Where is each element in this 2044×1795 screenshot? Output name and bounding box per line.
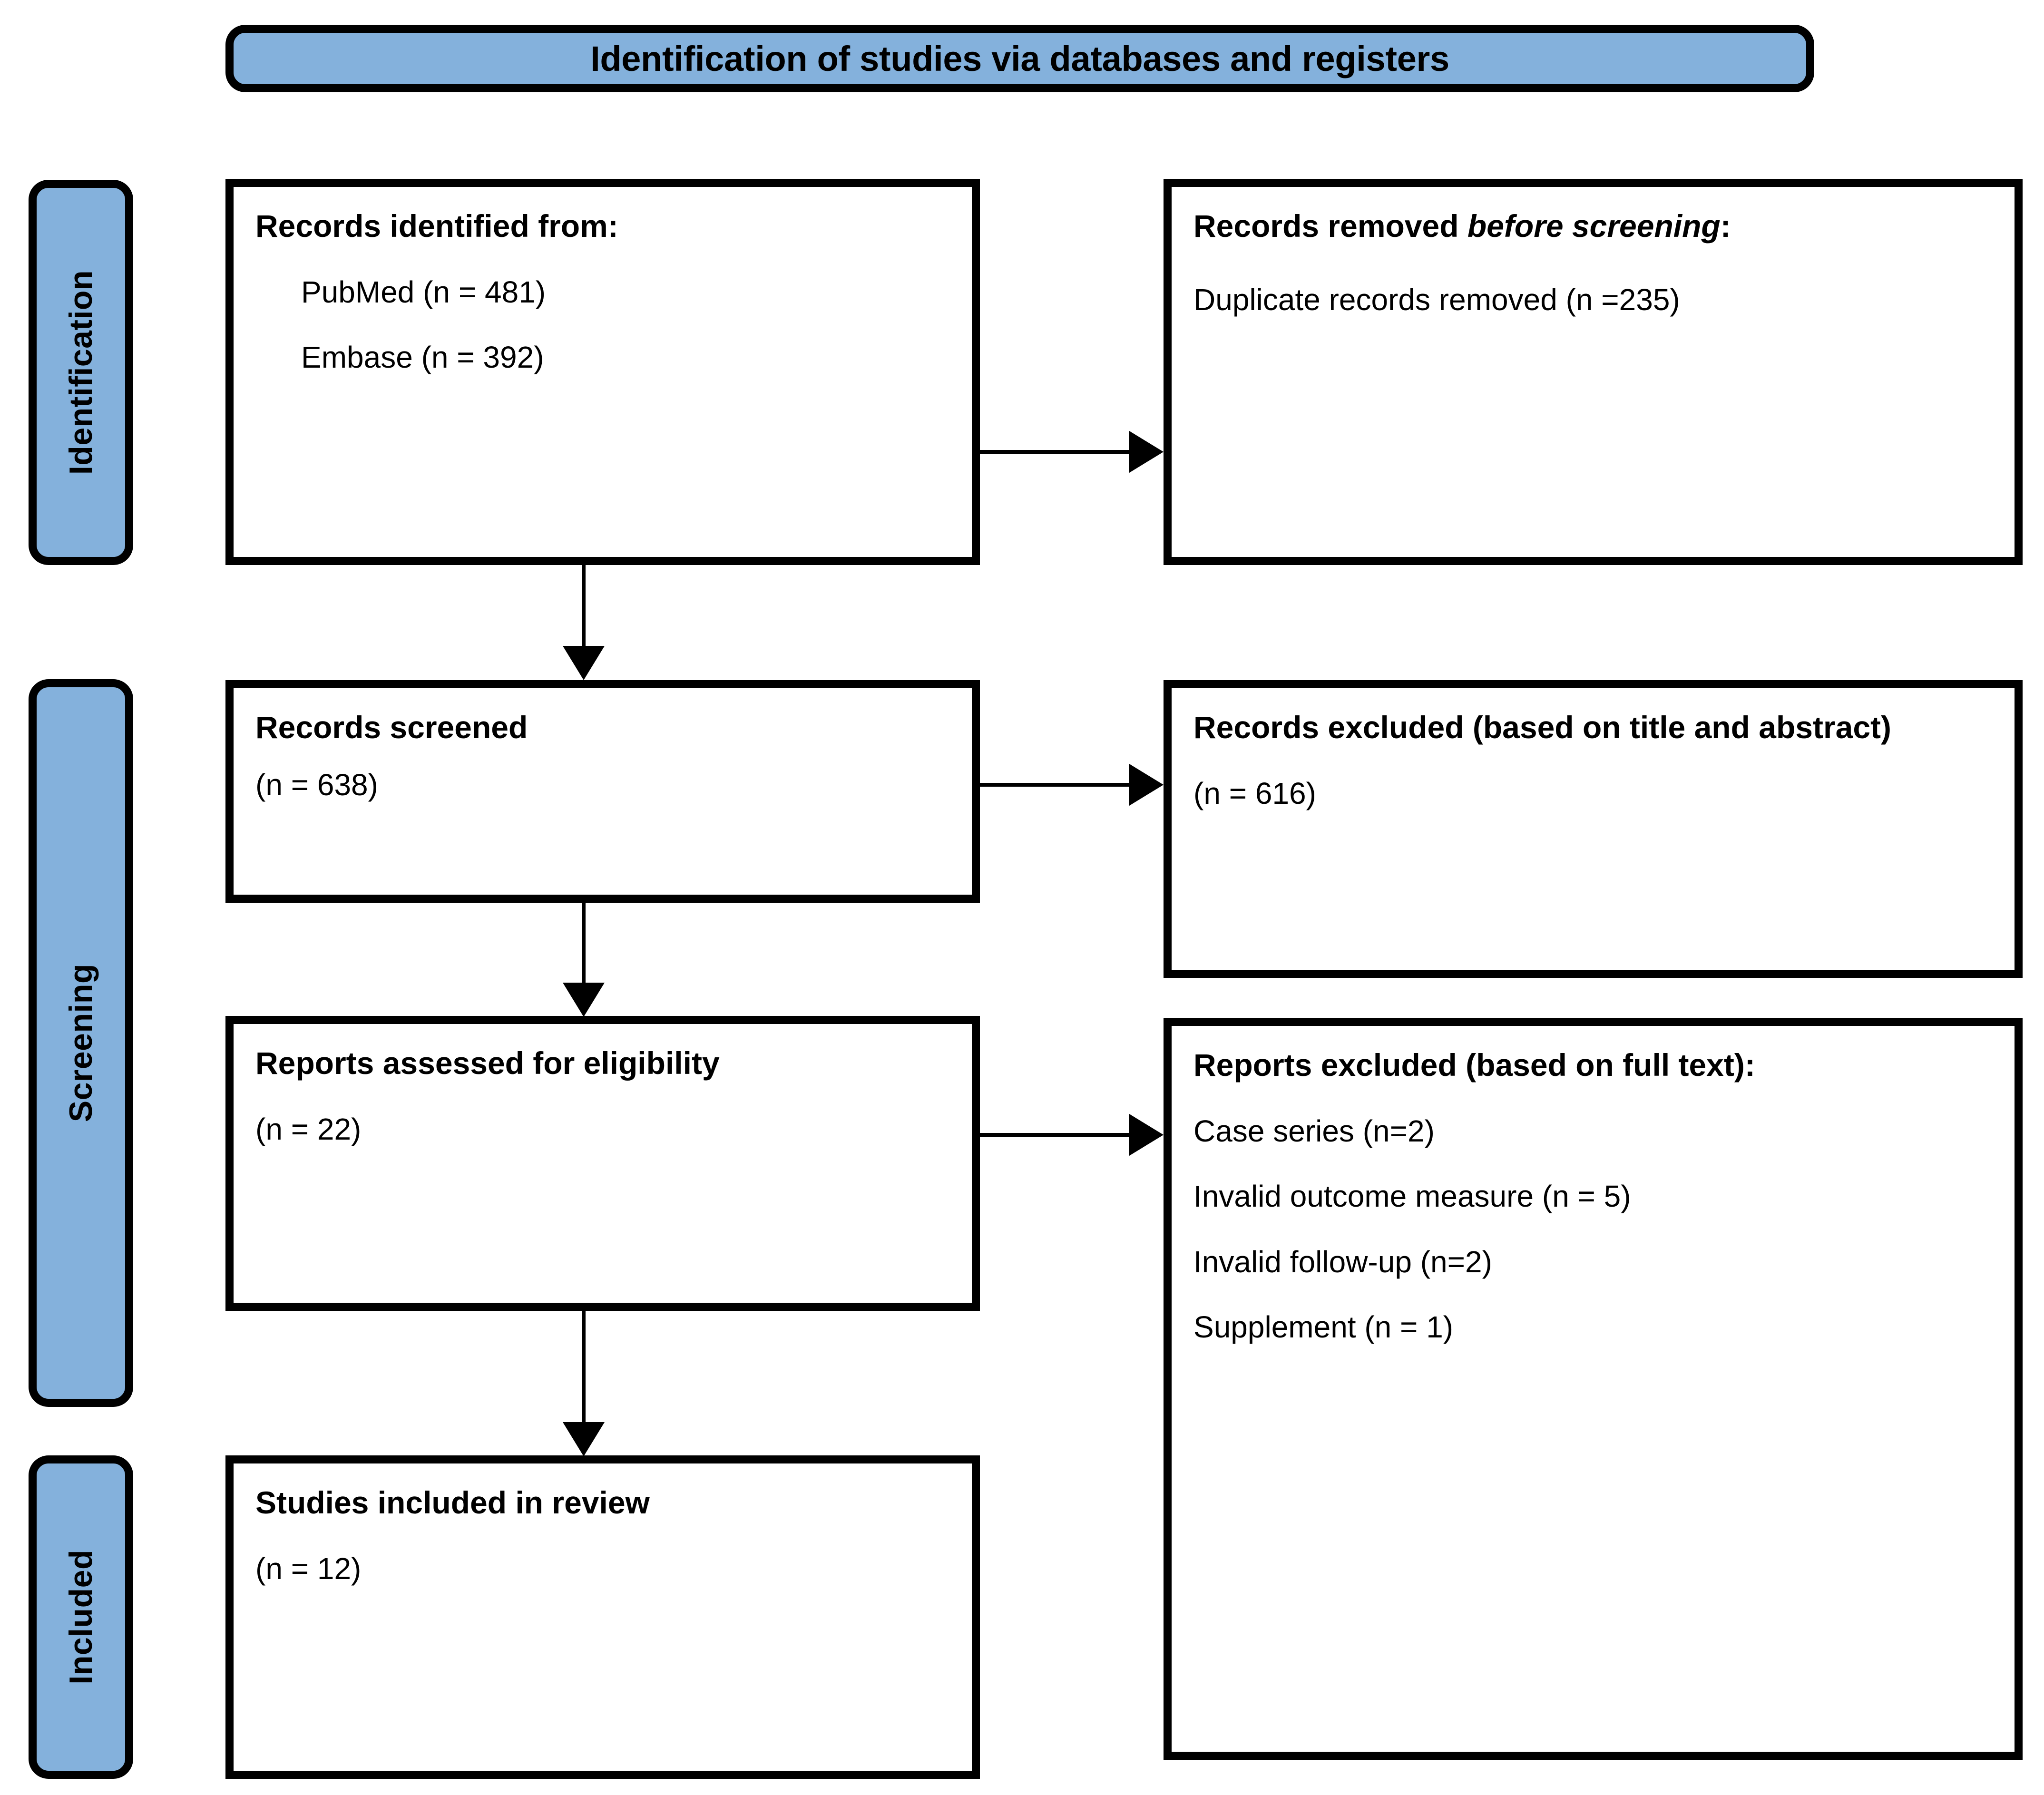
arrow-screened-to-excluded-shaft xyxy=(980,783,1130,787)
box-title: Reports assessed for eligibility xyxy=(255,1045,720,1081)
stage-label-text: Identification xyxy=(63,270,99,475)
arrow-identified-to-removed-head-icon xyxy=(1129,431,1164,473)
stage-label-identification: Identification xyxy=(29,180,133,565)
stage-label-text: Included xyxy=(63,1550,99,1685)
box-title: Records removed before screening: xyxy=(1193,208,1993,245)
records-screened-count: (n = 638) xyxy=(255,767,378,802)
arrow-eligibility-to-included-shaft xyxy=(582,1311,586,1423)
arrow-screened-to-excluded-head-icon xyxy=(1129,764,1164,806)
arrow-eligibility-to-excluded-head-icon xyxy=(1129,1114,1164,1156)
duplicate-records-removed: Duplicate records removed (n =235) xyxy=(1193,282,1680,317)
arrow-identified-to-screened-shaft xyxy=(582,565,586,647)
box-title-tail: : xyxy=(1720,208,1731,244)
arrow-eligibility-to-included-head-icon xyxy=(563,1422,605,1456)
source-embase: Embase (n = 392) xyxy=(301,340,544,375)
stage-label-screening: Screening xyxy=(29,679,133,1407)
box-records-excluded-title-abstract: Records excluded (based on title and abs… xyxy=(1164,680,2023,978)
reports-assessed-count: (n = 22) xyxy=(255,1112,362,1146)
box-title: Reports excluded (based on full text): xyxy=(1193,1047,1755,1083)
exclusion-reason-supplement: Supplement (n = 1) xyxy=(1193,1310,1454,1345)
exclusion-reason-invalid-outcome-measure: Invalid outcome measure (n = 5) xyxy=(1193,1179,1631,1214)
diagram-banner: Identification of studies via databases … xyxy=(225,25,1814,92)
box-title-lead: Records removed xyxy=(1193,208,1467,244)
box-title: Records excluded (based on title and abs… xyxy=(1193,710,1892,745)
arrow-screened-to-eligibility-shaft xyxy=(582,903,586,984)
box-records-removed-before-screening: Records removed before screening: Duplic… xyxy=(1164,179,2023,565)
arrow-screened-to-eligibility-head-icon xyxy=(563,983,605,1017)
records-excluded-count: (n = 616) xyxy=(1193,776,1316,810)
arrow-eligibility-to-excluded-shaft xyxy=(980,1133,1130,1137)
stage-label-text: Screening xyxy=(63,964,99,1122)
banner-title: Identification of studies via databases … xyxy=(590,39,1449,78)
arrow-identified-to-removed-shaft xyxy=(980,450,1130,454)
box-title: Records identified from: xyxy=(255,208,618,244)
studies-included-count: (n = 12) xyxy=(255,1551,362,1586)
exclusion-reason-case-series: Case series (n=2) xyxy=(1193,1113,1435,1148)
source-pubmed: PubMed (n = 481) xyxy=(301,274,546,309)
stage-label-included: Included xyxy=(29,1455,133,1779)
box-title: Records screened xyxy=(255,710,528,745)
box-title: Studies included in review xyxy=(255,1485,650,1520)
box-title-emphasis: before screening xyxy=(1467,208,1721,244)
box-records-identified: Records identified from: PubMed (n = 481… xyxy=(225,179,980,565)
box-reports-excluded-full-text: Reports excluded (based on full text): C… xyxy=(1164,1018,2023,1760)
arrow-identified-to-screened-head-icon xyxy=(563,646,605,680)
box-reports-assessed-eligibility: Reports assessed for eligibility (n = 22… xyxy=(225,1016,980,1311)
exclusion-reason-invalid-follow-up: Invalid follow-up (n=2) xyxy=(1193,1244,1492,1279)
box-records-screened: Records screened (n = 638) xyxy=(225,680,980,903)
box-studies-included-in-review: Studies included in review (n = 12) xyxy=(225,1455,980,1779)
